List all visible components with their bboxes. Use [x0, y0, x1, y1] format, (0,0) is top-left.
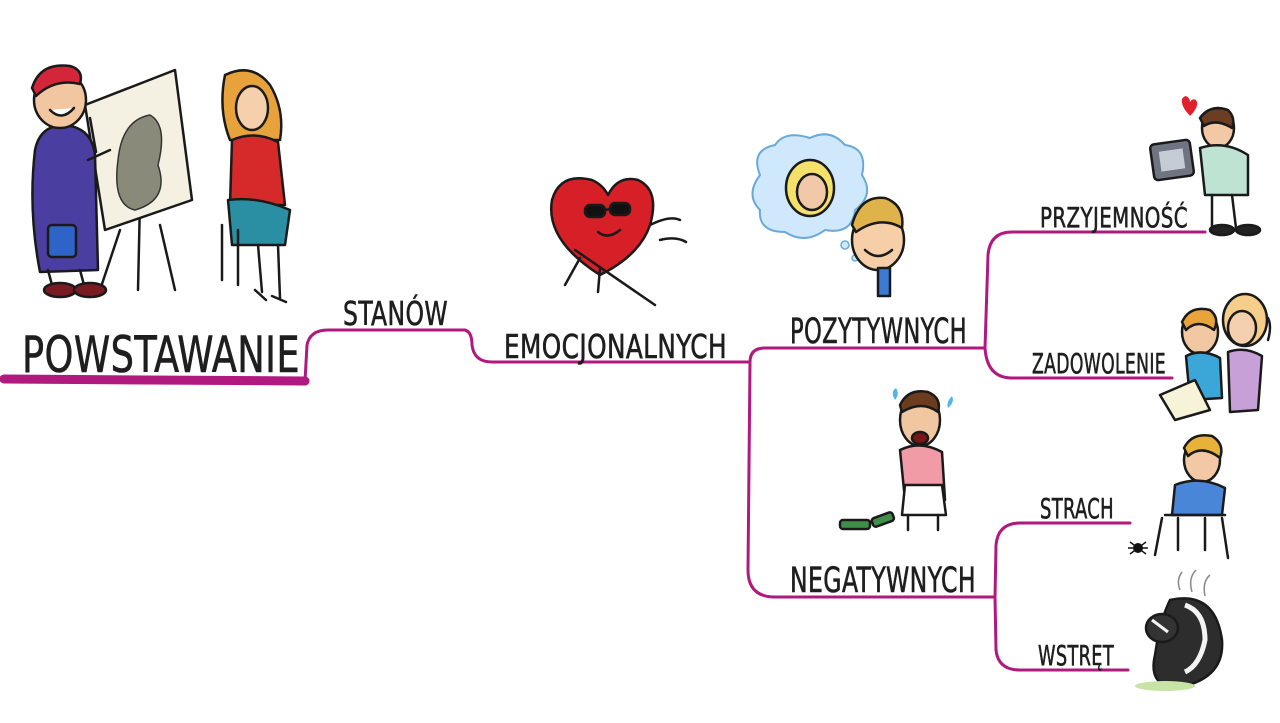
node-strach-label: STRACH	[1040, 492, 1114, 525]
root-underline	[0, 374, 310, 386]
heart-with-sunglasses-icon	[549, 177, 688, 307]
painter-at-easel-icon	[30, 64, 194, 299]
branch-to-przyjemnosc	[983, 230, 1207, 350]
node-stanow-label: STANÓW	[343, 293, 448, 333]
node-emocjonalnych-label: EMOCJONALNYCH	[504, 327, 727, 366]
node-zadowolenie-label: ZADOWOLENIE	[1032, 347, 1166, 380]
smelly-skunk-icon	[1135, 569, 1224, 691]
branch-to-negatywnych	[746, 360, 997, 599]
branch-to-wstret	[993, 595, 1130, 672]
woman-sitting-on-stool-icon	[220, 69, 292, 304]
branch-stanow-to-emocjonalnych	[463, 328, 752, 364]
branch-root-to-stanow	[303, 328, 467, 383]
branch-to-zadowolenie	[983, 346, 1174, 380]
happy-couple-with-document-icon	[1158, 292, 1272, 422]
branch-lines	[0, 230, 1207, 672]
scared-man-on-stool-spider-icon	[1128, 434, 1230, 560]
crying-man-broken-bottles-icon	[838, 388, 953, 532]
node-labels: POWSTAWANIE STANÓW EMOCJONALNYCH POZYTYW…	[22, 200, 1188, 673]
node-negatywnych-label: NEGATYWNYCH	[790, 561, 976, 601]
node-wstret-label: WSTRĘT	[1038, 639, 1114, 672]
man-dreaming-of-woman-icon	[751, 133, 906, 298]
man-hugging-computer-icon	[1148, 96, 1262, 237]
node-przyjemnosc-label: PRZYJEMNOŚĆ	[1040, 200, 1188, 234]
branch-to-pozytywnych	[748, 346, 987, 364]
node-pozytywnych-label: POZYTYWNYCH	[790, 312, 967, 352]
node-root-label: POWSTAWANIE	[22, 326, 300, 384]
branch-to-strach	[993, 521, 1132, 599]
